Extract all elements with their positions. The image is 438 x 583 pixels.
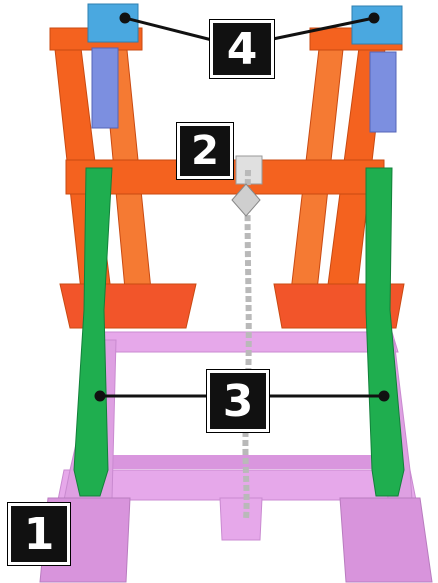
callout-badge-1: 1 (8, 503, 70, 565)
callout-badge-4: 4 (210, 20, 274, 78)
callout-badge-3: 3 (207, 370, 269, 432)
callout-badge-2: 2 (177, 123, 233, 179)
